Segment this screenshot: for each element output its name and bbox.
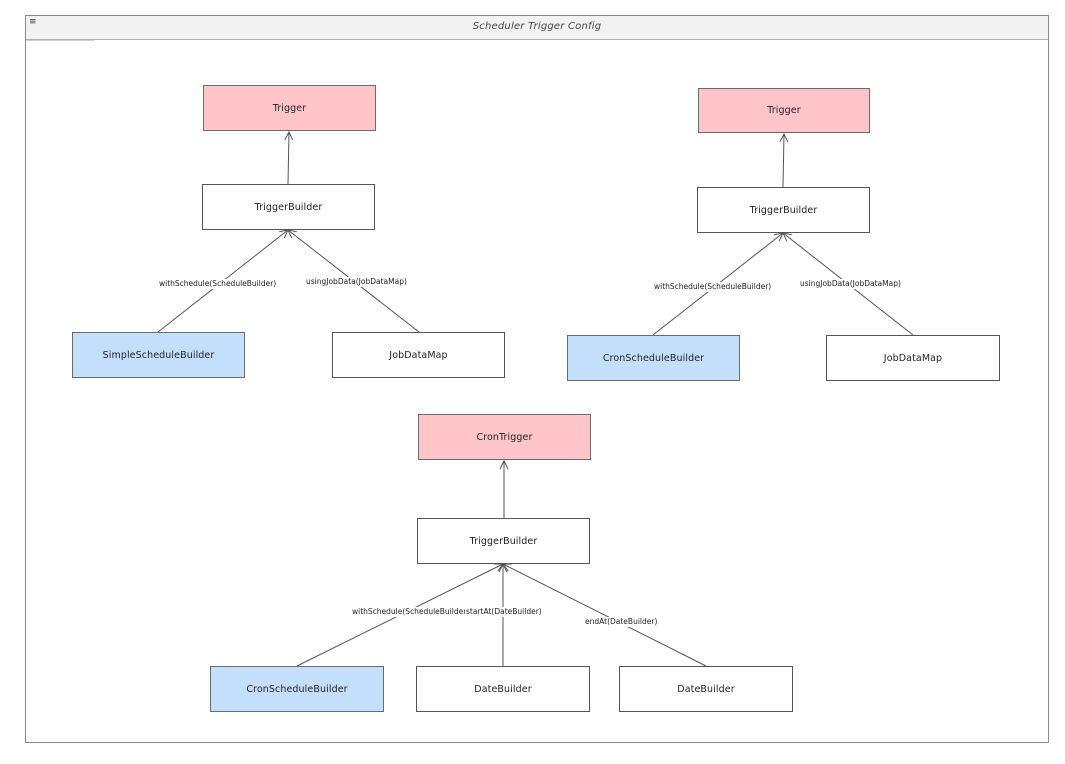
d2-cronschedulebuilder-node[interactable]: CronScheduleBuilder — [567, 335, 740, 381]
d2-edge-label-withschedule: withSchedule(ScheduleBuilder) — [653, 282, 773, 292]
d3-edge-label-endat: endAt(DateBuilder) — [584, 617, 659, 627]
window-title: Scheduler Trigger Config — [472, 21, 602, 32]
d1-edge-label-withschedule: withSchedule(ScheduleBuilder) — [158, 279, 278, 289]
d3-datebuilder-end-node[interactable]: DateBuilder — [619, 666, 793, 712]
d1-edge-label-usingjobdata: usingJobData(JobDataMap) — [305, 277, 408, 287]
d3-datebuilder-start-node[interactable]: DateBuilder — [416, 666, 590, 712]
tab-underline — [26, 40, 94, 41]
d2-trigger-node[interactable]: Trigger — [698, 88, 870, 133]
d2-triggerbuilder-node[interactable]: TriggerBuilder — [697, 187, 870, 233]
d2-edge-label-usingjobdata: usingJobData(JobDataMap) — [799, 279, 902, 289]
d2-jobdatamap-node[interactable]: JobDataMap — [826, 335, 1000, 381]
d3-crontrigger-node[interactable]: CronTrigger — [418, 414, 591, 460]
edge-d2-builder-to-trigger — [783, 134, 784, 188]
d3-edge-label-startat: startAt(DateBuilder) — [465, 607, 543, 617]
edge-d1-builder-to-trigger — [288, 132, 289, 185]
edge-d3-endat-to-builder — [503, 564, 707, 667]
d1-jobdatamap-node[interactable]: JobDataMap — [332, 332, 505, 378]
d1-simpleschedulebuilder-node[interactable]: SimpleScheduleBuilder — [72, 332, 245, 378]
menu-icon[interactable]: ≡ — [29, 17, 37, 27]
d3-triggerbuilder-node[interactable]: TriggerBuilder — [417, 518, 590, 564]
d1-trigger-node[interactable]: Trigger — [203, 85, 376, 131]
d1-triggerbuilder-node[interactable]: TriggerBuilder — [202, 184, 375, 230]
d3-cronschedulebuilder-node[interactable]: CronScheduleBuilder — [210, 666, 384, 712]
d3-edge-label-withschedule: withSchedule(ScheduleBuilder) — [351, 607, 471, 617]
title-bar: ≡ Scheduler Trigger Config — [26, 16, 1048, 40]
